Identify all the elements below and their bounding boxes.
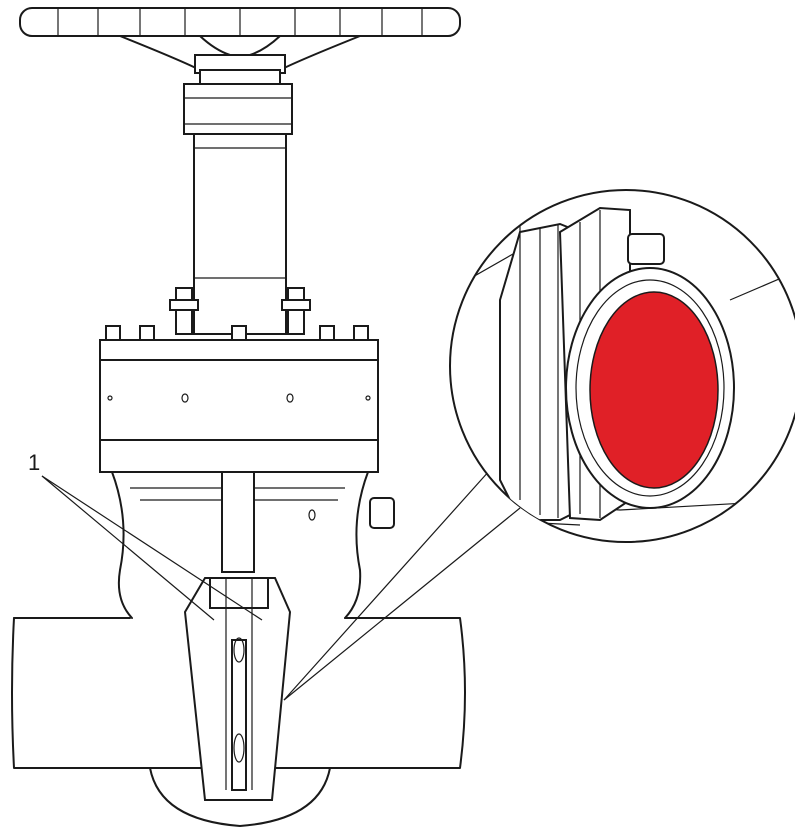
wedge-gate [183,577,292,801]
yoke-column [169,69,311,335]
detail-view-circle [449,189,795,543]
callout-label: 1 [28,450,40,475]
bonnet-flange [99,325,379,473]
valve-body [11,471,466,827]
highlighted-seal-face [589,291,719,489]
handwheel [19,7,461,74]
detail-connector-lines [283,469,521,701]
callout-leaders [41,475,263,621]
